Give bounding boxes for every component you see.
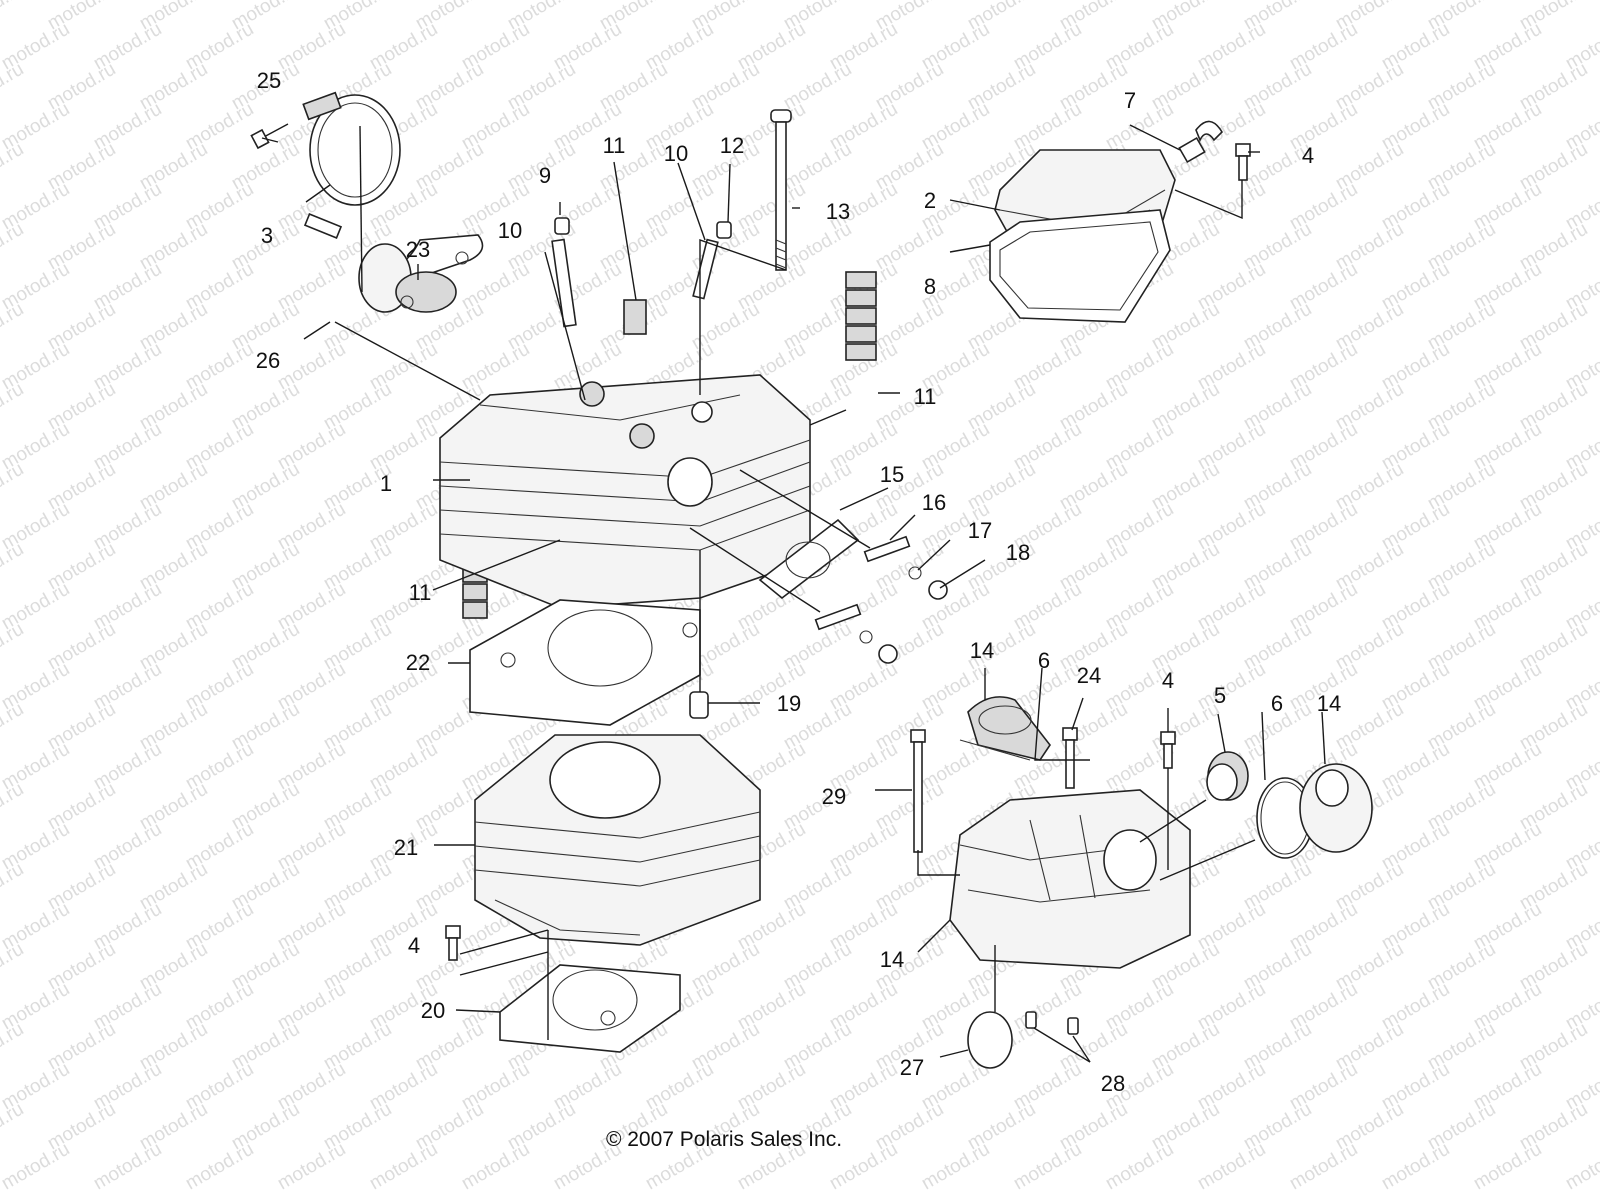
bolt-part-4-left bbox=[445, 925, 461, 961]
watermark-text: motod.ru bbox=[0, 539, 27, 595]
watermark-text: motod.ru bbox=[0, 859, 27, 915]
cap-part-14-top bbox=[967, 696, 1051, 761]
callout-4-right: 4 bbox=[1162, 668, 1174, 693]
callout-1: 1 bbox=[380, 471, 392, 496]
stud-washer-nut-part-16-17-18 bbox=[814, 535, 948, 664]
callout-14-bottom: 14 bbox=[880, 947, 904, 972]
callout-2: 2 bbox=[924, 188, 936, 213]
watermark-text: motod.ru bbox=[0, 779, 27, 835]
bolt-part-4-top bbox=[1235, 143, 1251, 181]
callout-8: 8 bbox=[924, 274, 936, 299]
callout-22: 22 bbox=[406, 650, 430, 675]
watermark-text: motod.ru bbox=[458, 1139, 533, 1195]
copyright-text: © 2007 Polaris Sales Inc. bbox=[606, 1128, 842, 1151]
callout-5: 5 bbox=[1214, 683, 1226, 708]
watermark-text: motod.ru bbox=[274, 1139, 349, 1195]
watermark-text: motod.ru bbox=[0, 379, 27, 435]
callout-9: 9 bbox=[539, 163, 551, 188]
clamp-part-3 bbox=[302, 91, 401, 206]
watermark-text: motod.ru bbox=[1102, 1139, 1177, 1195]
callout-11-bottom: 11 bbox=[409, 580, 432, 605]
callout-7: 7 bbox=[1124, 88, 1136, 113]
watermark-text: motod.ru bbox=[0, 219, 27, 275]
callout-6-right: 6 bbox=[1271, 691, 1283, 716]
base-gasket-part-20 bbox=[499, 964, 681, 1053]
watermark-text: motod.ru bbox=[0, 939, 27, 995]
watermark-text: motod.ru bbox=[1194, 1139, 1269, 1195]
watermark-text: motod.ru bbox=[0, 139, 27, 195]
callout-4-left: 4 bbox=[408, 933, 420, 958]
callout-4-top: 4 bbox=[1302, 143, 1314, 168]
callout-23: 23 bbox=[406, 237, 430, 262]
callout-18: 18 bbox=[1006, 540, 1030, 565]
watermark-text: motod.ru bbox=[1562, 1139, 1600, 1195]
callout-11-mid: 11 bbox=[914, 384, 937, 409]
callout-29: 29 bbox=[822, 784, 846, 809]
bolt-part-26 bbox=[303, 213, 343, 239]
watermark-text: motod.ru bbox=[1010, 1139, 1085, 1195]
intake-boot-part-23 bbox=[358, 234, 484, 313]
callout-25: 25 bbox=[257, 68, 281, 93]
callout-20: 20 bbox=[421, 998, 445, 1023]
callout-10-left: 10 bbox=[498, 218, 522, 243]
callout-14-top: 14 bbox=[970, 638, 994, 663]
cylinder-head-part-1 bbox=[439, 374, 811, 609]
callout-15: 15 bbox=[880, 462, 904, 487]
callout-3: 3 bbox=[261, 223, 273, 248]
cover-gasket-part-8 bbox=[989, 209, 1171, 323]
watermark-text: motod.ru bbox=[0, 1099, 27, 1155]
callout-28: 28 bbox=[1101, 1071, 1125, 1096]
watermark-text: motod.ru bbox=[1378, 1139, 1453, 1195]
watermark-text: motod.ru bbox=[90, 1139, 165, 1195]
housing-part-14 bbox=[949, 789, 1191, 969]
watermark-text: motod.ru bbox=[1286, 1139, 1361, 1195]
callout-26: 26 bbox=[256, 348, 280, 373]
watermark-text: motod.ru bbox=[0, 0, 27, 34]
callout-12: 12 bbox=[720, 133, 744, 158]
cap-part-27 bbox=[967, 1011, 1013, 1069]
callout-6-top: 6 bbox=[1038, 648, 1050, 673]
callout-11-top: 11 bbox=[603, 133, 626, 158]
stud-part-13 bbox=[770, 109, 792, 271]
cap-part-14-right bbox=[1299, 763, 1373, 853]
watermark-text: motod.ru bbox=[0, 699, 27, 755]
dowel-part-19 bbox=[689, 691, 709, 719]
plug-part-5 bbox=[1206, 751, 1249, 801]
callout-27: 27 bbox=[900, 1055, 924, 1080]
breather-fitting-part-7 bbox=[1178, 120, 1224, 164]
watermark-text: motod.ru bbox=[0, 1139, 73, 1195]
leader-lines bbox=[261, 124, 1326, 1063]
cylinder-part-21 bbox=[474, 734, 761, 946]
bolt-part-25 bbox=[250, 123, 289, 150]
callout-13: 13 bbox=[826, 199, 850, 224]
callout-14-right: 14 bbox=[1317, 691, 1341, 716]
callout-labels: 25 3 23 26 9 10 11 10 12 13 11 1 11 15 1… bbox=[256, 68, 1341, 1096]
callout-16: 16 bbox=[922, 490, 946, 515]
callout-24: 24 bbox=[1077, 663, 1101, 688]
watermark-text: motod.ru bbox=[918, 1139, 993, 1195]
watermark-text: motod.ru bbox=[1470, 1139, 1545, 1195]
watermark-text: motod.ru bbox=[0, 1019, 27, 1075]
callout-17: 17 bbox=[968, 518, 992, 543]
watermark-text: motod.ru bbox=[0, 459, 27, 515]
watermark-text: motod.ru bbox=[0, 59, 27, 115]
watermark-text: motod.ru bbox=[366, 1139, 441, 1195]
callout-21: 21 bbox=[394, 835, 418, 860]
watermark-text: motod.ru bbox=[182, 1139, 257, 1195]
watermark-text: motod.ru bbox=[0, 619, 27, 675]
callout-10-right: 10 bbox=[664, 141, 688, 166]
dowels-part-28 bbox=[1025, 1011, 1079, 1035]
watermark-text: motod.ru bbox=[0, 299, 27, 355]
callout-19: 19 bbox=[777, 691, 801, 716]
